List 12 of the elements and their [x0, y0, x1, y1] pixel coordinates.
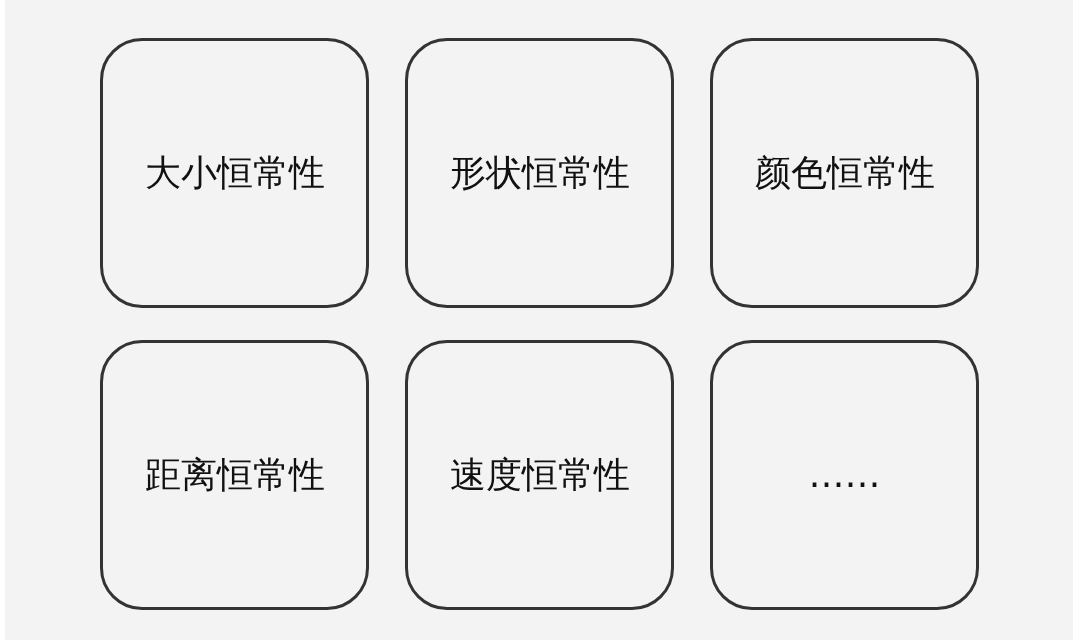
box-label: 速度恒常性	[449, 453, 630, 497]
box-label: 形状恒常性	[449, 151, 630, 195]
rounded-box	[100, 38, 369, 308]
box-label: 距离恒常性	[144, 453, 325, 497]
box-label: ……	[808, 453, 881, 497]
rounded-box	[710, 38, 979, 308]
box-label: 大小恒常性	[144, 151, 325, 195]
rounded-box	[405, 38, 674, 308]
rounded-box	[100, 340, 369, 610]
rounded-box	[710, 340, 979, 610]
rounded-box	[405, 340, 674, 610]
box-label: 颜色恒常性	[754, 151, 935, 195]
